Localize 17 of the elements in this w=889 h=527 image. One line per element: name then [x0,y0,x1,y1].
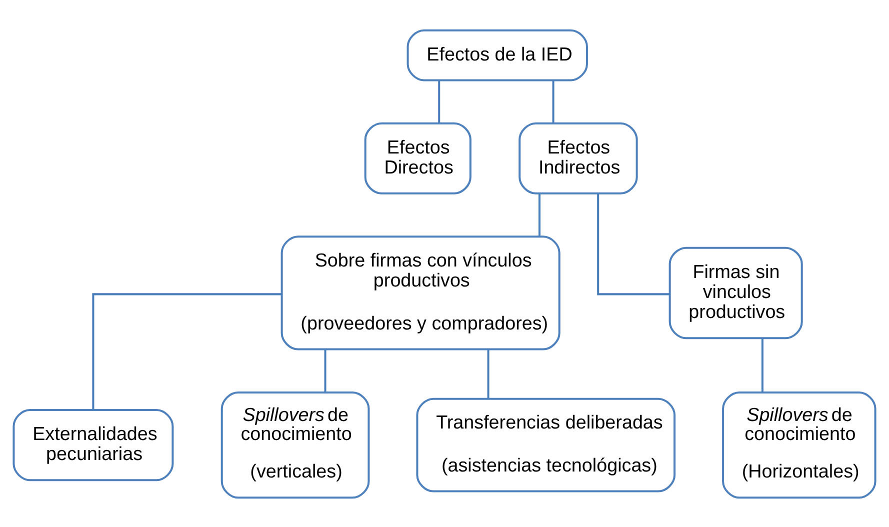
node-box: Efectos Indirectos [518,122,638,194]
connector [487,349,490,398]
node-box: Spillovers de conocimiento (Horizontales) [722,391,876,498]
node-box: Sobre firmas con vínculos productivos (proveedores y compradores) [280,235,560,350]
node-box: Externalidades pecuniarias [12,408,174,481]
connector [597,193,670,295]
connector [761,338,764,392]
connector [324,349,326,392]
node-box: Transferencias deliberadas (asistencias tecnológicas) [416,397,676,492]
node-box: Efectos Directos [364,122,472,194]
connector [438,80,440,123]
connector [552,80,554,123]
connector [538,193,540,236]
node-box: Spillovers de conocimiento (verticales) [220,391,370,498]
node-box: Efectos de la IED [406,28,588,81]
node-box: Firmas sin vinculos productivos [668,246,803,339]
connector [92,292,282,410]
